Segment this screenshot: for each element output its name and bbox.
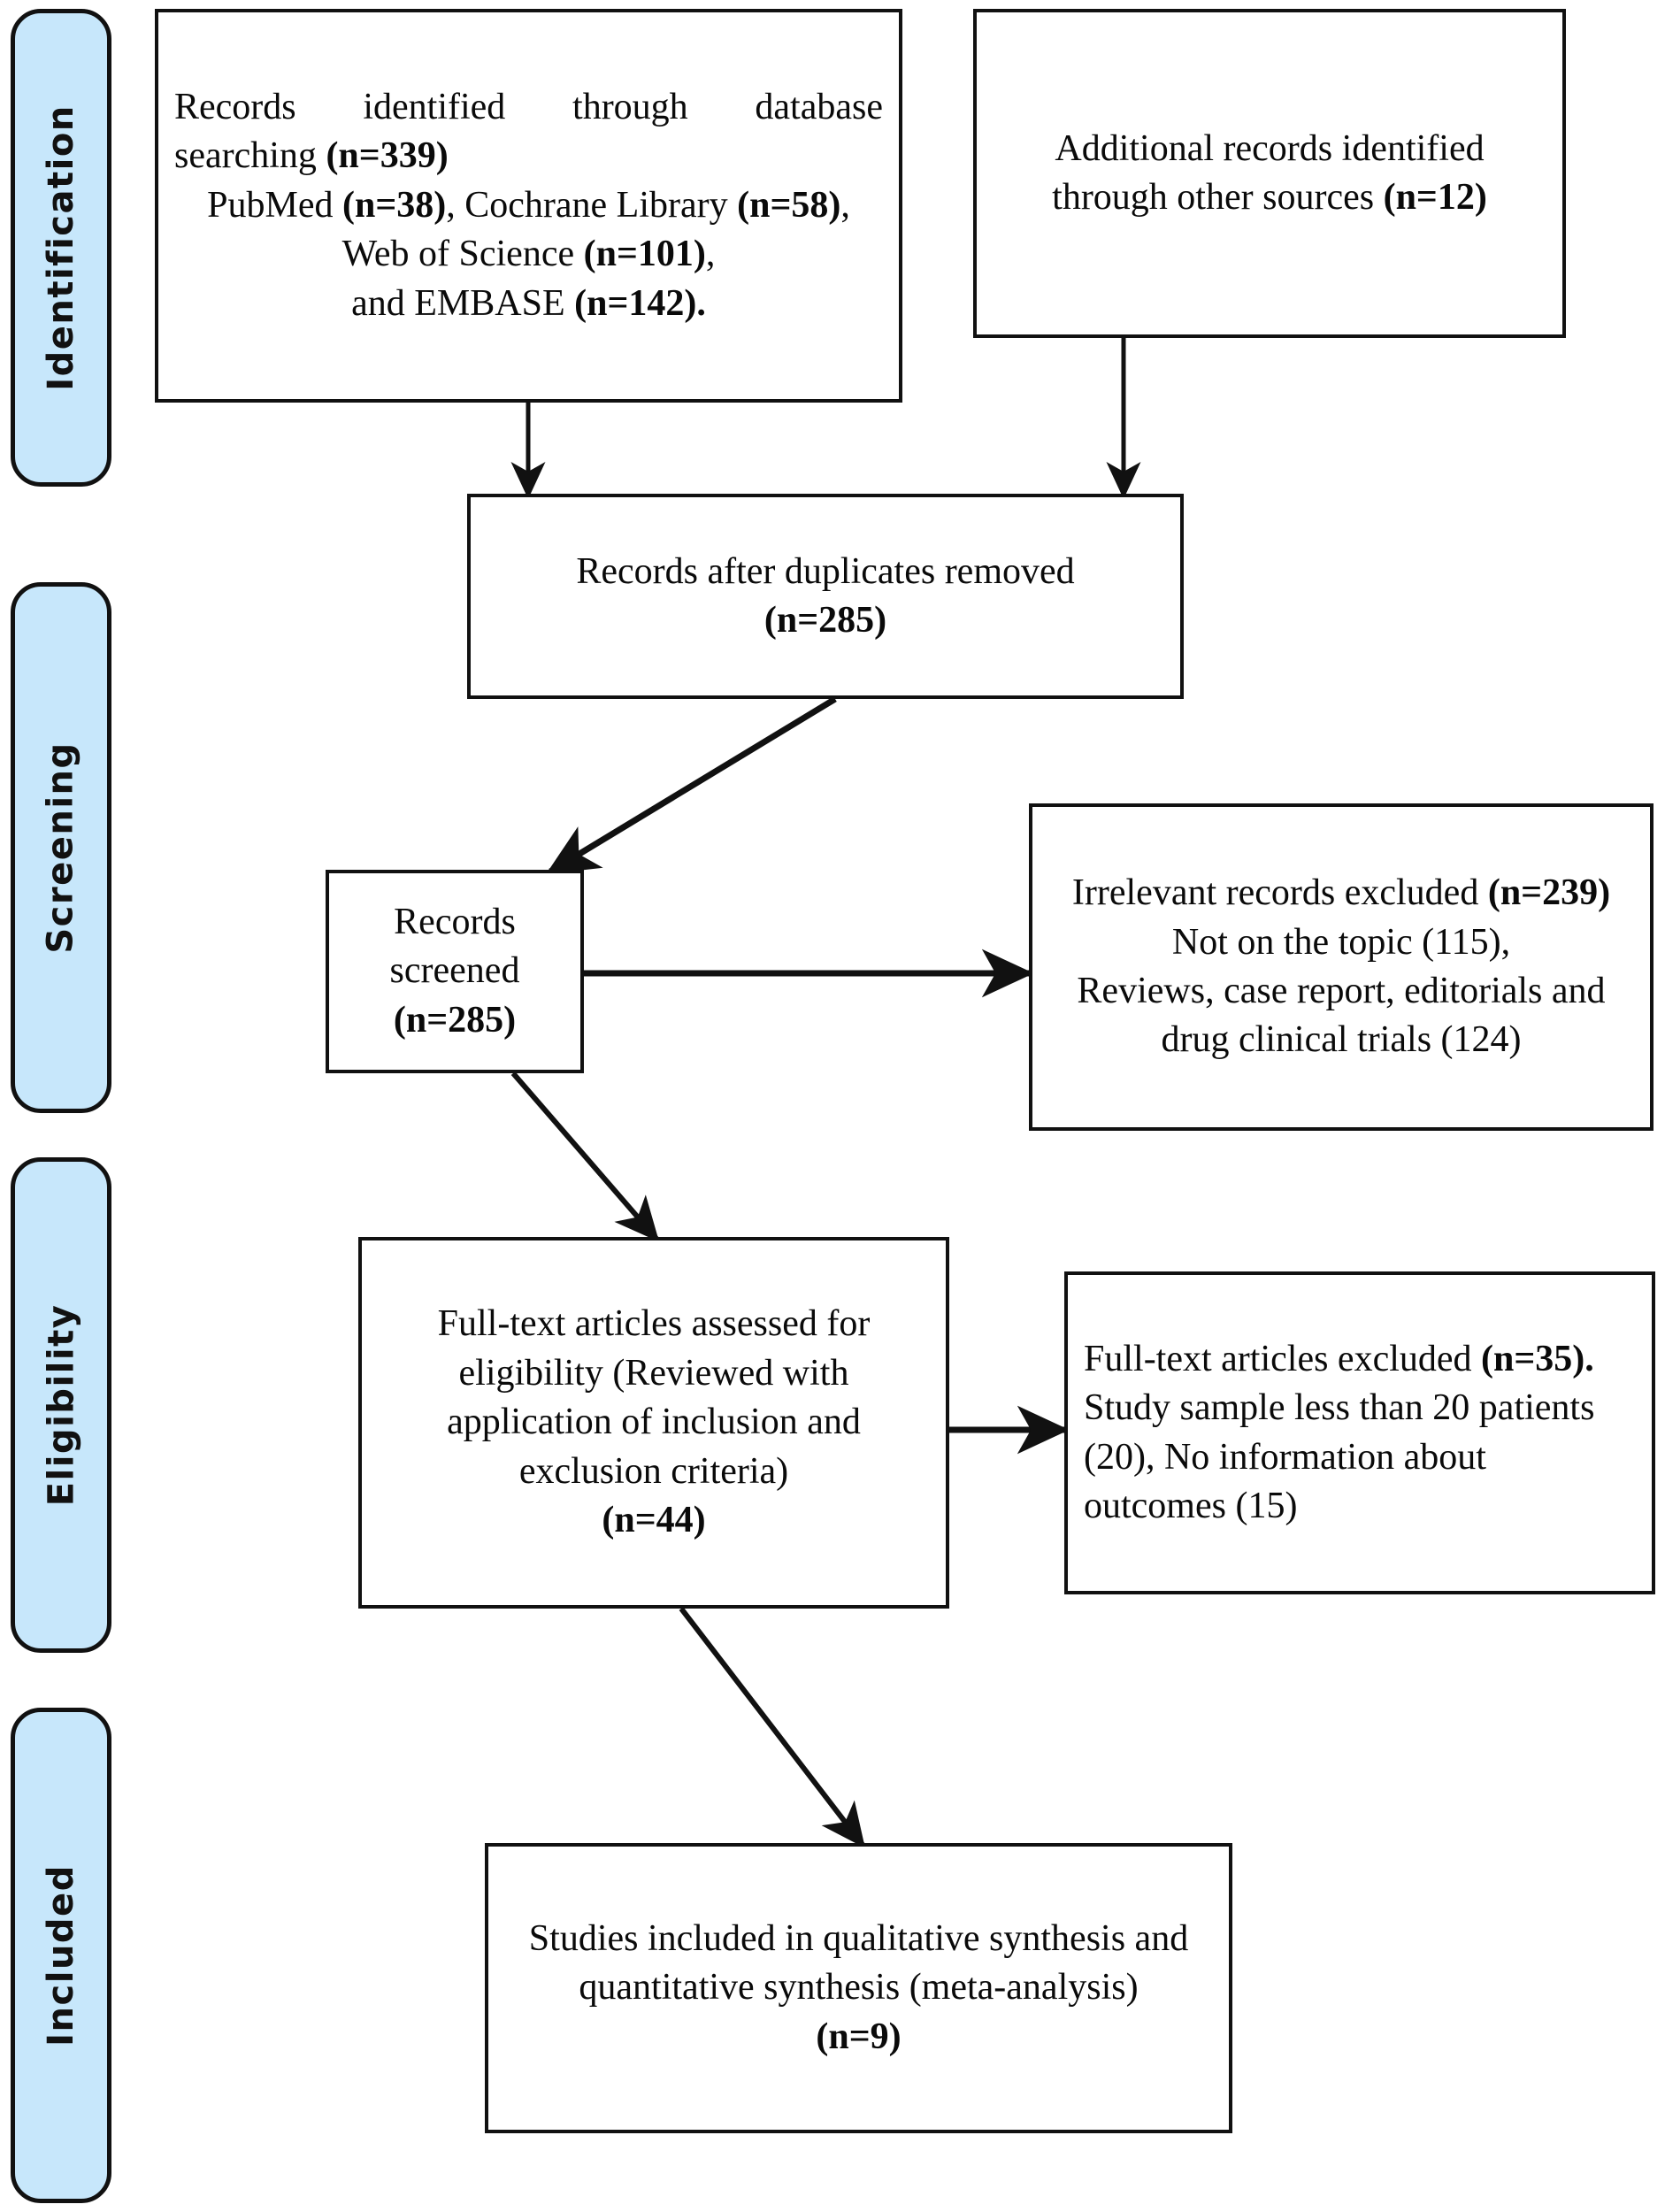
stage-label-eligibility: Eligibility	[11, 1157, 111, 1653]
db-line1: Records identified through database	[174, 86, 883, 127]
assessed-line2: eligibility (Reviewed with	[458, 1352, 849, 1394]
db-line3-tail: ,	[840, 184, 850, 226]
ftx-line1-count: (n=35).	[1481, 1338, 1594, 1379]
db-line4-tail: ,	[705, 234, 716, 275]
screened-line1: Records screened	[389, 901, 520, 992]
box-records-identified-database: Records identified through database sear…	[155, 9, 902, 403]
stage-label-included-text: Included	[41, 1864, 81, 2047]
screened-line2-count: (n=285)	[393, 999, 517, 1041]
assessed-line3: application of inclusion and	[447, 1402, 861, 1443]
box-full-text-articles-excluded: Full-text articles excluded (n=35). Stud…	[1064, 1271, 1655, 1594]
box-records-after-duplicates-removed-text: Records after duplicates removed (n=285)	[487, 548, 1164, 646]
other-line1: Additional records identified	[1055, 127, 1485, 169]
stage-label-screening: Screening	[11, 582, 111, 1113]
box-full-text-articles-assessed-text: Full-text articles assessed for eligibil…	[378, 1300, 930, 1545]
excl-line2: Not on the topic (115),	[1171, 921, 1511, 963]
db-line3-cochrane: , Cochrane Library	[446, 184, 738, 226]
other-line2-count: (n=12)	[1383, 177, 1487, 218]
incl-line1: Studies included in qualitative synthesi…	[528, 1917, 1189, 1959]
other-line2-plain: through other sources	[1052, 177, 1384, 218]
box-records-screened: Records screened (n=285)	[326, 870, 584, 1073]
box-full-text-articles-excluded-text: Full-text articles excluded (n=35). Stud…	[1084, 1335, 1636, 1532]
box-studies-included-synthesis-text: Studies included in qualitative synthesi…	[504, 1915, 1213, 2062]
connector-records-screened-to-fulltext	[510, 1071, 660, 1242]
assessed-line1: Full-text articles assessed for	[437, 1303, 871, 1345]
box-studies-included-synthesis: Studies included in qualitative synthesi…	[485, 1843, 1232, 2133]
db-line5-embase: and EMBASE	[351, 282, 575, 324]
box-additional-records-other-sources: Additional records identified through ot…	[973, 9, 1566, 338]
stage-label-identification-text: Identification	[41, 104, 81, 391]
db-line3-pubmed-count: (n=38)	[341, 184, 447, 226]
db-line5-embase-count: (n=142).	[574, 282, 706, 324]
db-line4-wos: Web of Science	[341, 234, 584, 275]
ftx-line1-plain: Full-text articles excluded	[1084, 1338, 1482, 1379]
box-full-text-articles-assessed: Full-text articles assessed for eligibil…	[358, 1237, 949, 1609]
excl-line4: drug clinical trials (124)	[1161, 1019, 1522, 1061]
stage-label-screening-text: Screening	[41, 741, 81, 954]
assessed-line4: exclusion criteria)	[518, 1450, 789, 1492]
box-irrelevant-records-excluded: Irrelevant records excluded (n=239) Not …	[1029, 803, 1653, 1131]
excl-line1-plain: Irrelevant records excluded	[1071, 872, 1488, 914]
excl-line1-count: (n=239)	[1487, 872, 1611, 914]
stage-label-identification: Identification	[11, 9, 111, 487]
db-line3-cochrane-count: (n=58)	[737, 184, 841, 226]
ftx-line2: Study sample less than 20 patients	[1084, 1387, 1595, 1429]
db-line2-plain: searching	[174, 135, 326, 177]
db-line3-pubmed: PubMed	[207, 184, 342, 226]
ftx-line4: outcomes (15)	[1084, 1485, 1298, 1526]
box-irrelevant-records-excluded-text: Irrelevant records excluded (n=239) Not …	[1048, 869, 1634, 1065]
connector-fulltext-to-studies-included	[679, 1607, 865, 1848]
box-records-identified-database-text: Records identified through database sear…	[174, 83, 883, 328]
dup-line2-count: (n=285)	[763, 600, 887, 641]
dup-line1: Records after duplicates removed	[576, 550, 1075, 592]
db-line4-wos-count: (n=101)	[583, 234, 706, 275]
box-records-screened-text: Records screened (n=285)	[345, 898, 564, 1045]
db-line2-count: (n=339)	[326, 135, 449, 177]
excl-line3: Reviews, case report, editorials and	[1077, 971, 1606, 1011]
incl-line2: quantitative synthesis (meta-analysis)	[579, 1967, 1139, 2008]
assessed-line5-count: (n=44)	[602, 1500, 706, 1541]
stage-label-included: Included	[11, 1708, 111, 2203]
incl-line3-count: (n=9)	[816, 2016, 902, 2057]
stage-label-eligibility-text: Eligibility	[41, 1303, 81, 1507]
box-additional-records-other-sources-text: Additional records identified through ot…	[993, 125, 1546, 223]
connector-duplicates-to-records-screened	[546, 696, 837, 874]
box-records-after-duplicates-removed: Records after duplicates removed (n=285)	[467, 494, 1184, 699]
ftx-line3: (20), No information about	[1084, 1436, 1486, 1478]
